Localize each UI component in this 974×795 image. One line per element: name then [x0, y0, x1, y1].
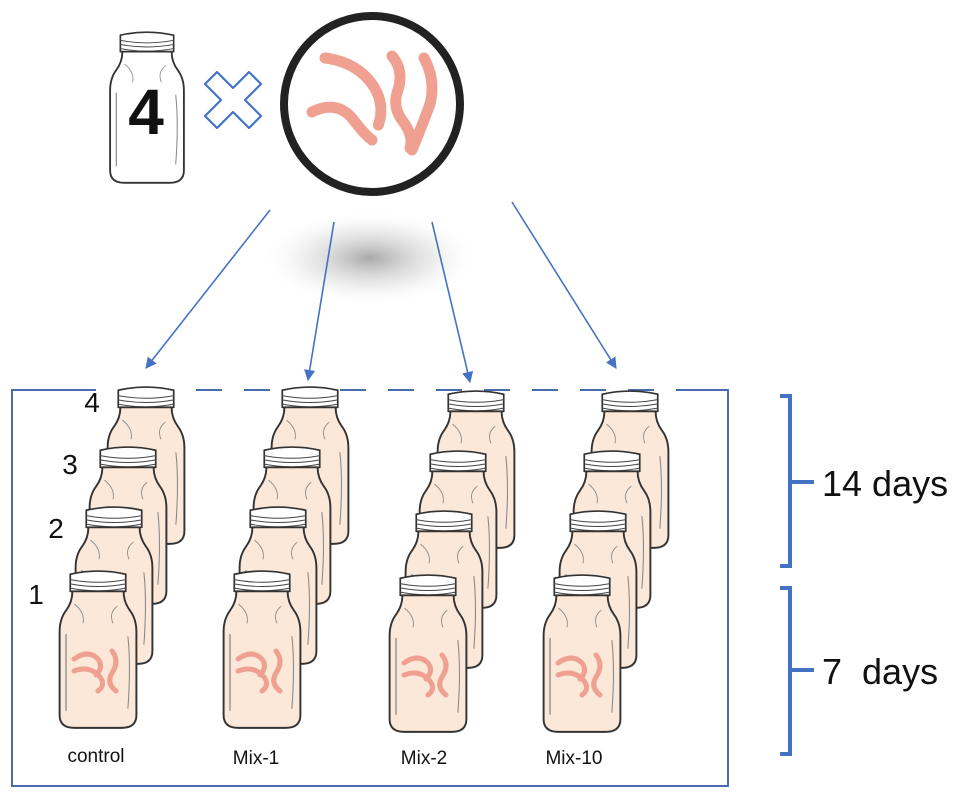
- jar-count-label: 4: [128, 76, 164, 148]
- worm-culture-circle: [280, 12, 464, 196]
- group-label-mix-2: Mix-2: [401, 748, 447, 769]
- worm-icon: [319, 52, 387, 132]
- replicate-label-1: 1: [28, 579, 44, 610]
- jar-grid: [58, 386, 670, 733]
- duration-label-14-days: 14 days: [822, 463, 948, 504]
- worm-icon: [386, 50, 417, 154]
- replicate-label-3: 3: [62, 449, 78, 480]
- duration-label-7-days: 7 days: [822, 651, 938, 692]
- group-label-mix-1: Mix-1: [233, 748, 279, 769]
- arrow-to-mix-10: [511, 201, 617, 369]
- shadow-blur: [260, 210, 480, 306]
- arrow-to-mix-2: [431, 221, 474, 384]
- worm-icon: [406, 52, 438, 156]
- bracket-7-days: [780, 586, 814, 756]
- replicate-label-2: 2: [48, 513, 64, 544]
- experiment-frame: [11, 389, 729, 787]
- bracket-14-days: [780, 394, 814, 568]
- group-label-mix-10: Mix-10: [545, 748, 602, 769]
- multiply-icon: [203, 70, 263, 130]
- worm-icon: [306, 101, 378, 146]
- arrow-to-control: [145, 209, 271, 369]
- distribution-arrows: [145, 201, 617, 384]
- arrow-to-mix-1: [304, 221, 335, 382]
- replicate-label-4: 4: [84, 387, 100, 418]
- group-label-control: control: [67, 746, 124, 767]
- header-group: 4: [109, 12, 464, 196]
